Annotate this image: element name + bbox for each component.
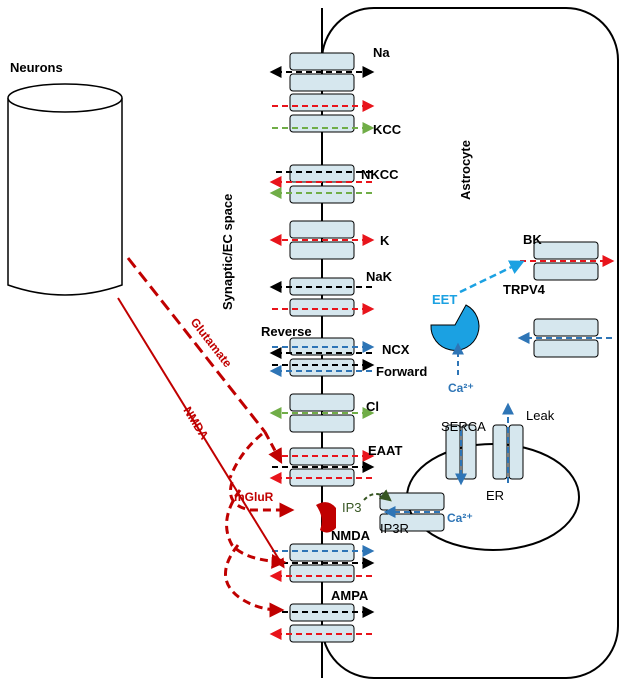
kcc-channel xyxy=(272,93,375,134)
nmda-channel-label: NMDA xyxy=(331,528,371,543)
nkcc-channel xyxy=(269,164,372,204)
eet-enzyme-icon xyxy=(430,304,480,351)
neurons-label: Neurons xyxy=(10,60,63,75)
k-label: K xyxy=(380,233,390,248)
trpv4-label: TRPV4 xyxy=(503,282,546,297)
ncx-reverse-label: Reverse xyxy=(261,324,312,339)
na-label: Na xyxy=(373,45,390,60)
bk-channel xyxy=(520,241,615,281)
eaat-label: EAAT xyxy=(368,443,402,458)
mglur-receptor-icon xyxy=(316,502,336,533)
eet-label: EET xyxy=(432,292,457,307)
bk-label: BK xyxy=(523,232,542,247)
nak-label: NaK xyxy=(366,269,393,284)
astrocyte-label: Astrocyte xyxy=(458,140,473,200)
nak-channel xyxy=(269,277,375,317)
k-channel xyxy=(269,220,375,260)
nmda-pathway xyxy=(117,297,285,569)
ip3r-label: IP3R xyxy=(380,521,409,536)
er-label: ER xyxy=(486,488,504,503)
glutamate-pathway xyxy=(126,257,283,479)
neuron-body xyxy=(7,83,123,296)
ec-space-label: Synaptic/EC space xyxy=(220,194,235,310)
ip3r-channel xyxy=(379,492,445,532)
nmda-path-label: NMDA xyxy=(180,404,211,442)
leak-channel xyxy=(492,402,524,483)
serca-channel xyxy=(445,424,477,486)
eaat-channel xyxy=(269,447,375,487)
nmda-channel xyxy=(269,543,375,583)
ampa-label: AMPA xyxy=(331,588,369,603)
ampa-channel xyxy=(269,603,375,643)
ca-er-label: Ca²⁺ xyxy=(447,511,473,525)
ip3-label: IP3 xyxy=(342,500,362,515)
cl-label: Cl xyxy=(366,399,379,414)
trpv4-channel xyxy=(517,318,612,358)
na-channel xyxy=(269,52,375,92)
nkcc-label: NKCC xyxy=(361,167,399,182)
cl-channel xyxy=(269,393,375,433)
serca-label: SERCA xyxy=(441,419,486,434)
ncx-forward-label: Forward xyxy=(376,364,427,379)
ip3-arrow xyxy=(363,489,392,502)
mglur-pathway xyxy=(224,481,295,618)
ca-cyto-label: Ca²⁺ xyxy=(448,381,474,395)
membrane-channels xyxy=(269,8,615,678)
mglur-label: mGluR xyxy=(234,490,274,504)
kcc-label: KCC xyxy=(373,122,402,137)
leak-label: Leak xyxy=(526,408,555,423)
ncx-label: NCX xyxy=(382,342,410,357)
eet-arrow xyxy=(459,260,525,294)
ncx-channel xyxy=(269,337,375,377)
